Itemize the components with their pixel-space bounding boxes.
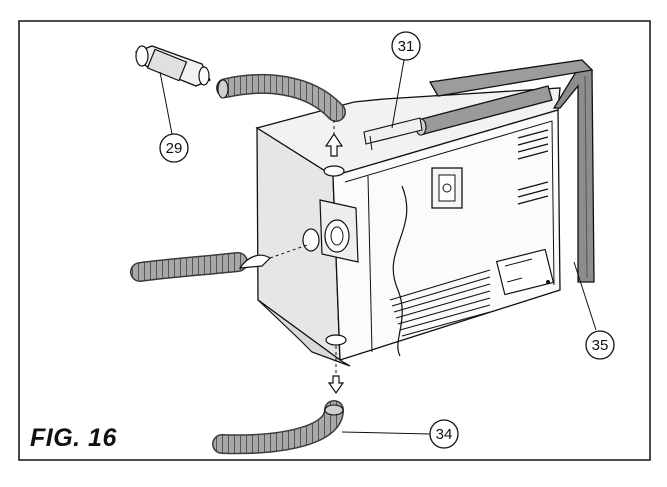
figure-frame xyxy=(18,20,651,461)
leader-34 xyxy=(341,431,431,435)
upper-hose-end xyxy=(217,79,229,99)
callout-34-circle xyxy=(429,419,459,449)
callout-29-text: 29 xyxy=(166,140,183,157)
seal-frame-top xyxy=(428,59,594,97)
callout-31-text: 31 xyxy=(398,38,415,55)
side-port-inner xyxy=(330,226,344,246)
callout-34: 34 xyxy=(429,419,459,449)
front-panel xyxy=(332,109,561,361)
middle-dash-line xyxy=(269,243,311,259)
side-port-fitting xyxy=(324,219,350,253)
lower-hose xyxy=(213,401,343,453)
latch-knob xyxy=(442,183,452,193)
leader-35 xyxy=(573,261,597,331)
callout-31-circle xyxy=(391,31,421,61)
up-arrow-icon xyxy=(324,132,344,157)
gasket-channel xyxy=(363,117,423,145)
callout-29: 29 xyxy=(159,133,189,163)
top-outlet-hole xyxy=(323,165,345,177)
middle-vent-slots xyxy=(517,181,549,205)
base-plate xyxy=(257,299,351,367)
bottom-outlet-hole xyxy=(325,334,347,346)
hose-coupling xyxy=(134,45,211,87)
gasket-channel-tab xyxy=(369,135,373,151)
leader-31 xyxy=(391,59,405,129)
rating-plate-line-2 xyxy=(506,277,523,283)
callout-29-circle xyxy=(159,133,189,163)
rating-plate-line xyxy=(504,258,533,267)
side-wall-hole xyxy=(302,228,320,252)
lower-hose-end xyxy=(324,404,344,416)
upper-hose xyxy=(217,75,345,121)
cutaway-line xyxy=(392,185,408,357)
front-edge-strip xyxy=(367,175,373,353)
callout-35-circle xyxy=(585,330,615,360)
middle-hose xyxy=(131,253,247,281)
top-gasket xyxy=(363,85,553,151)
coupling-left-end xyxy=(135,45,149,67)
upper-vent-slots xyxy=(517,129,549,160)
door-seal-frame xyxy=(428,59,595,283)
down-arrow-icon xyxy=(327,375,345,395)
coupling-right-end xyxy=(198,66,210,86)
coupling-sleeve xyxy=(146,48,188,82)
figure-label: FIG. 16 xyxy=(30,424,117,452)
callout-35-text: 35 xyxy=(592,337,609,354)
seal-highlight xyxy=(584,75,588,279)
callout-35: 35 xyxy=(585,330,615,360)
lower-louvers xyxy=(389,269,491,337)
front-inner-border xyxy=(344,120,555,286)
callout-31: 31 xyxy=(391,31,421,61)
callout-34-text: 34 xyxy=(436,426,453,443)
rating-plate xyxy=(495,248,555,296)
leader-29 xyxy=(159,71,173,135)
plate-dot xyxy=(546,280,550,284)
